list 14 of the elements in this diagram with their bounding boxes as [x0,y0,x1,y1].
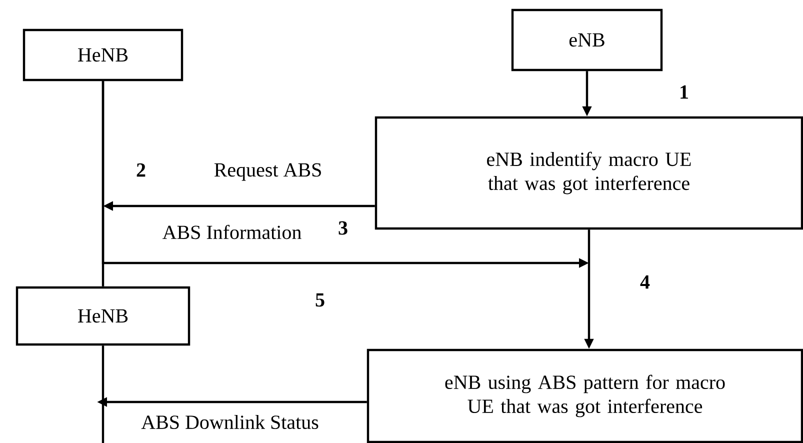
step-number: 5 [316,293,324,307]
step-number: 2 [136,163,146,177]
edge-label: ABS Information [161,224,303,240]
process-box: eNB using ABS pattern for macro UE that was got interference [366,348,803,443]
process-box: HeNB [16,286,190,346]
lifeline [102,346,104,443]
process-box: eNB [511,8,663,72]
process-box: eNB indentify macro UE that was got interference [374,116,803,230]
step-number: 4 [640,275,650,289]
step-number: 1 [680,85,688,99]
edge-label: ABS Downlink Status [140,414,320,430]
process-box: HeNB [22,28,184,82]
edge-label: Request ABS [212,162,324,182]
step-number: 3 [338,221,348,235]
